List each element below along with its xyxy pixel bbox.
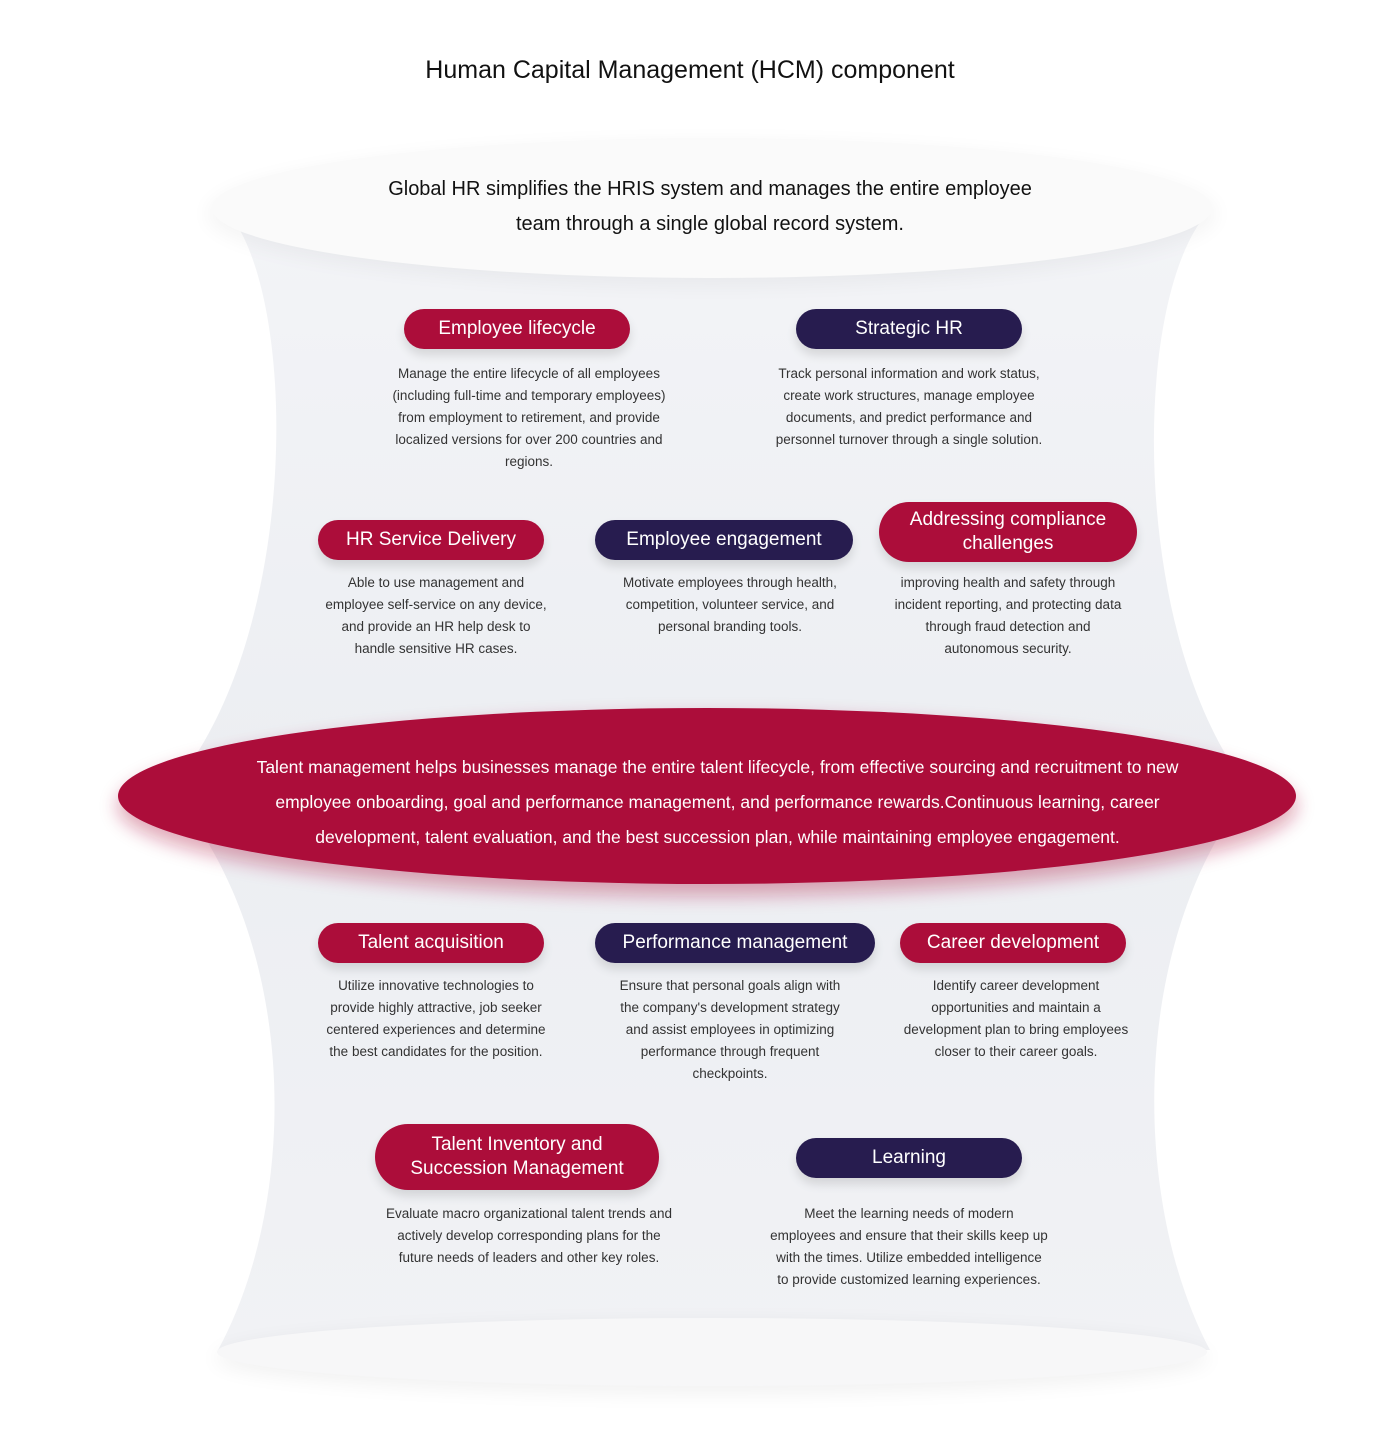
learning-pill: Learning [796, 1138, 1022, 1178]
talent-inventory-desc: Evaluate macro organizational talent tre… [386, 1206, 672, 1265]
talent-management-ellipse [118, 708, 1296, 884]
hr-service-delivery-pill: HR Service Delivery [318, 520, 544, 560]
compliance-pill: Addressing compliance challenges [879, 502, 1137, 562]
employee-lifecycle-pill: Employee lifecycle [404, 309, 630, 349]
talent-inventory-pill: Talent Inventory and Succession Manageme… [375, 1124, 659, 1190]
learning-desc: Meet the learning needs of modern employ… [770, 1206, 1048, 1287]
employee-engagement-pill: Employee engagement [595, 520, 853, 560]
hr-service-delivery-desc: Able to use management and employee self… [325, 575, 547, 656]
career-development-pill: Career development [900, 923, 1126, 963]
strategic-hr-pill: Strategic HR [796, 309, 1022, 349]
employee-engagement-desc: Motivate employees through health, compe… [623, 575, 837, 634]
talent-management-text: Talent management helps businesses manag… [256, 757, 1179, 847]
employee-lifecycle-desc: Manage the entire lifecycle of all emplo… [392, 366, 666, 469]
performance-management-desc: Ensure that personal goals align with th… [619, 978, 841, 1081]
strategic-hr-desc: Track personal information and work stat… [775, 366, 1043, 447]
talent-acquisition-pill: Talent acquisition [318, 923, 544, 963]
top-cap-ellipse [212, 138, 1212, 278]
career-development-desc: Identify career development opportunitie… [903, 978, 1129, 1059]
bottom-cap-ellipse [217, 1318, 1207, 1386]
intro-text: Global HR simplifies the HRIS system and… [388, 178, 1032, 235]
compliance-desc: improving health and safety through inci… [894, 575, 1122, 656]
talent-acquisition-desc: Utilize innovative technologies to provi… [326, 978, 546, 1059]
diagram-title: Human Capital Management (HCM) component [425, 56, 955, 84]
performance-management-pill: Performance management [595, 923, 875, 963]
